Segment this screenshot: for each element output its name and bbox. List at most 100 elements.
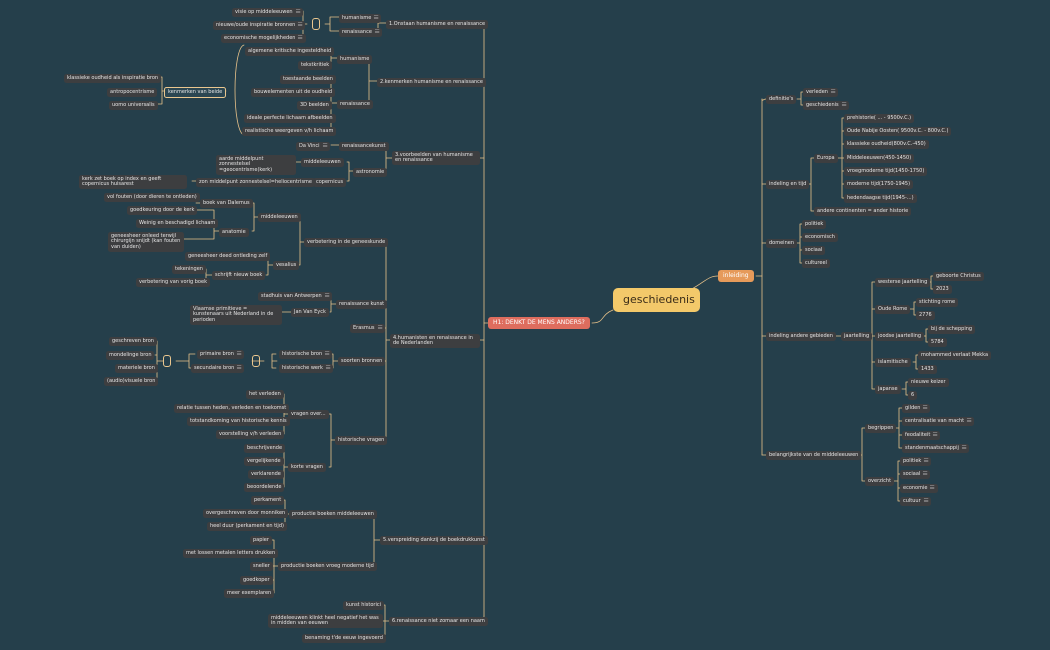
node-s3-astronomie[interactable]: astronomie (353, 168, 388, 177)
node-r3-1[interactable]: politiek (802, 220, 827, 229)
node-r4-g3[interactable]: joodse jaartelling (875, 332, 925, 341)
node-s3-index[interactable]: kerk zet boek op index en geeft copernic… (79, 175, 187, 190)
node-s4-soorten[interactable]: soorten bronnen (338, 357, 386, 366)
node-r4-g5-2[interactable]: 6 (908, 391, 918, 400)
node-s2-ren-5[interactable]: realistische weergeven v/h lichaam (242, 127, 337, 136)
node-s4-vragen-over-4[interactable]: voorstelling v/h verleden (216, 430, 285, 439)
node-s4-vesalius[interactable]: vesalius (273, 261, 300, 270)
node-r4-g1[interactable]: westerse jaartelling (875, 278, 931, 287)
node-s4-vragen-over-1[interactable]: het verleden (246, 390, 284, 399)
node-s5-me-1[interactable]: perkament (251, 496, 285, 505)
node-r3-2[interactable]: economisch (802, 233, 838, 242)
node-r4-g3-2[interactable]: 5784 (928, 338, 947, 347)
node-s4-historische-werk[interactable]: historische werk (279, 364, 333, 373)
node-s4-primaire[interactable]: primaire bron (197, 350, 244, 359)
topic-s4[interactable]: 4.humanisten en renaissance in de Nederl… (390, 334, 480, 349)
node-r3-3[interactable]: sociaal (802, 246, 826, 255)
node-s4-soort-vragen-4[interactable]: beoordelende (244, 483, 285, 492)
node-s4-bron-3[interactable]: materiele bron (115, 364, 158, 373)
node-r5-b3[interactable]: feodaliteit (902, 431, 941, 440)
node-r5-b4[interactable]: standenmaatschappij (902, 444, 969, 453)
node-s5-vmt[interactable]: productie boeken vroeg moderne tijd (278, 562, 377, 571)
node-s4-soort-vragen-1[interactable]: beschrijvende (244, 444, 286, 453)
node-s4-dalemus-item[interactable]: vol fouten (door dieren te ontleden) (104, 193, 200, 202)
node-r2-e2[interactable]: Oude Nabije Oosten( 9500v.C. - 800v.C.) (844, 127, 952, 136)
node-s4-erasmus[interactable]: Erasmus (350, 324, 385, 333)
node-r2-andere[interactable]: andere continenten = ander historie (814, 207, 912, 216)
node-s2-ren-4[interactable]: ideale perfecte lichaam afbeelden (244, 114, 336, 123)
node-s4-bron-4[interactable]: (audio)visuele bron (104, 377, 159, 386)
node-s4-vragen-over[interactable]: vragen over... (288, 410, 329, 419)
node-s3-zon[interactable]: zon middelpunt zonnestelsel=heliocentris… (196, 178, 315, 187)
node-s4-primitieve[interactable]: Vlaamse primitieve = kunstenaars uit Ned… (190, 305, 282, 325)
node-s4-secundaire[interactable]: secundaire bron (191, 364, 245, 373)
node-r2-e5[interactable]: vroegmoderne tijd(1450-1750) (844, 167, 928, 176)
node-r2-e6[interactable]: moderne tijd(1750-1945) (844, 180, 914, 189)
node-s4-schrijft[interactable]: schrijft nieuw boek (212, 271, 266, 280)
main-topic-h1[interactable]: H1: DENKT DE MENS ANDERS? (488, 317, 590, 329)
node-s5-vmt-4[interactable]: goedkoper (240, 576, 273, 585)
node-s2-renaissance[interactable]: renaissance (337, 100, 373, 109)
node-r5-b2[interactable]: centralisatie van macht (902, 417, 975, 426)
node-r2-e1[interactable]: prehistorie( ... - 9500v.C.) (844, 114, 915, 123)
node-s4-middeleeuwen[interactable]: middeleeuwen (258, 213, 301, 222)
node-r4-jaartelling[interactable]: jaartelling (841, 332, 873, 341)
node-s5-me-2[interactable]: overgeschreven door monniken (203, 509, 289, 518)
node-r4-g1-2[interactable]: 2023 (933, 285, 952, 294)
node-s5-vmt-1[interactable]: papier (250, 536, 272, 545)
node-s6-3[interactable]: benaming t'de eeuw ingevoerd (302, 634, 386, 643)
node-r4-g2[interactable]: Oude Rome (875, 305, 911, 314)
node-s4-vragen-over-3[interactable]: totstandkoming van historische kennis (187, 417, 290, 426)
node-s4-schrijft-1[interactable]: tekeningen (172, 265, 206, 274)
node-s5-vmt-5[interactable]: meer exemplaren (224, 589, 275, 598)
node-s3-renaissancekunst[interactable]: renaissancekunst (339, 142, 389, 151)
topic-s1[interactable]: 1.Onstaan humanisme en renaissance (386, 20, 489, 29)
topic-r2[interactable]: indeling en tijd (766, 180, 810, 189)
node-s2-hum-2[interactable]: tekstkritiek (298, 61, 333, 70)
node-cause-1[interactable]: visie op middeleeuwen (232, 8, 303, 17)
node-renaissance[interactable]: renaissance (339, 28, 382, 37)
node-r2-e7[interactable]: hedendaagse tijd(1945-...) (844, 194, 917, 203)
node-s4-kunst[interactable]: renaissance kunst (336, 300, 388, 309)
node-s2-ren-1[interactable]: toestaande beelden (280, 75, 336, 84)
node-s4-soort-vragen-2[interactable]: vergelijkende (244, 457, 284, 466)
node-s2-humanisme[interactable]: humanisme (337, 55, 373, 64)
node-s4-dalemus[interactable]: boek van Dalemus (200, 199, 253, 208)
main-topic-inleiding[interactable]: inleiding (718, 270, 754, 282)
node-s4-anatomie[interactable]: anatomie (219, 228, 249, 237)
node-r1-2[interactable]: geschiedenis (803, 101, 849, 110)
node-r4-g4-2[interactable]: 1433 (918, 365, 937, 374)
node-r2-e4[interactable]: Middeleeuwen(450-1450) (844, 154, 915, 163)
node-s4-stadhuis[interactable]: stadhuis van Antwerpen (258, 292, 332, 301)
node-s4-historische-bron[interactable]: historische bron (279, 350, 333, 359)
node-s2-ren-2[interactable]: bouwelementen uit de oudheid (251, 88, 336, 97)
node-r5-o1[interactable]: politiek (900, 457, 932, 466)
node-s4-vesalius-1[interactable]: geneesheer deed ontleding zelf (185, 252, 271, 261)
topic-s3[interactable]: 3.voorbeelden van humanisme en renaissan… (392, 151, 480, 166)
node-r4-g5-1[interactable]: nieuwe keizer (908, 378, 949, 387)
node-s4-soort-vragen[interactable]: korte vragen (288, 463, 326, 472)
node-r2-europa[interactable]: Europa (814, 154, 838, 163)
node-r4-g3-1[interactable]: bij de schepping (928, 325, 976, 334)
node-s6-2[interactable]: middeleeuwen klinkt heel negatief het wa… (268, 614, 383, 629)
node-r4-g5[interactable]: japanse (875, 385, 901, 394)
node-s4-vragen-hist[interactable]: historische vragen (335, 436, 388, 445)
topic-r3[interactable]: domeinen (766, 239, 797, 248)
topic-r1[interactable]: definitie's (766, 95, 797, 104)
node-r5-overzicht[interactable]: overzicht (865, 477, 895, 486)
node-r1-1[interactable]: verleden (803, 88, 839, 97)
node-r4-g1-1[interactable]: geboorte Christus (933, 272, 984, 281)
node-r4-g4-1[interactable]: mohammed verlaat Mekka (918, 351, 992, 360)
node-s5-vmt-2[interactable]: met lossen metalen letters drukken (183, 549, 279, 558)
node-s2-both-2[interactable]: antropocentrisme (107, 88, 158, 97)
node-s3-aarde[interactable]: aarde middelpunt zonnestelsel =geocentri… (216, 155, 296, 175)
node-s4-vaneyck[interactable]: Jan Van Eyck (291, 308, 329, 317)
node-s4-anatomie-2[interactable]: Weinig en beschadigd lichaam (136, 219, 219, 228)
node-s4-vragen-over-2[interactable]: relatie tussen heden, verleden en toekom… (174, 404, 290, 413)
node-s4-geneeskunde[interactable]: verbetering in de geneeskunde (304, 238, 389, 247)
node-cause-3[interactable]: economische mogelijkheden (221, 34, 306, 43)
node-s4-anatomie-3[interactable]: geneesheer onleed terwijl chirurgijn sni… (108, 232, 184, 252)
topic-s6[interactable]: 6.renaissance niet zomaar een naam (389, 617, 488, 626)
node-r3-4[interactable]: cultureel (802, 259, 830, 268)
node-s2-both-3[interactable]: uomo universalis (109, 101, 158, 110)
